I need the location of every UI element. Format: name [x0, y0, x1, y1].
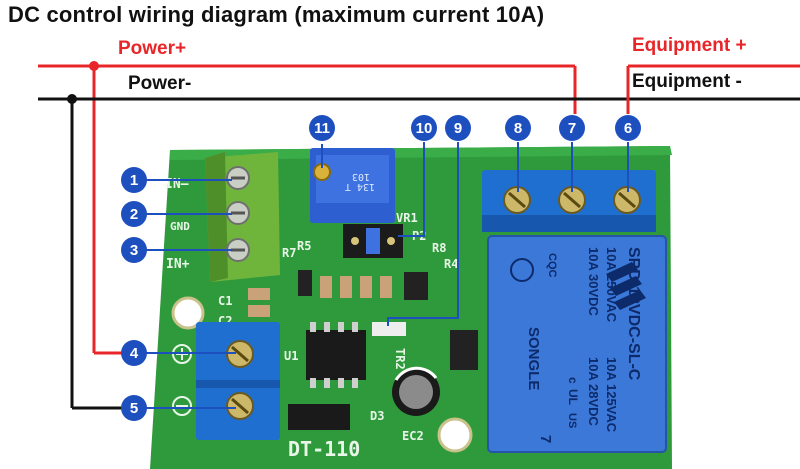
- silk-r5: R5: [297, 239, 311, 253]
- power-terminal-block: [196, 322, 280, 440]
- power-minus-label: Power-: [128, 73, 192, 94]
- pot-code-2: 134 T: [345, 181, 375, 192]
- diagram-title: DC control wiring diagram (maximum curre…: [8, 2, 545, 27]
- silk-c1: C1: [218, 294, 232, 308]
- marker-4: 4: [121, 340, 147, 366]
- silk-vr1: VR1: [396, 211, 418, 225]
- relay-rating-2: 10A 30VDC: [586, 247, 601, 316]
- input-terminal-block: [205, 152, 280, 282]
- relay-number: 7: [537, 435, 554, 443]
- pot-code-1: 103: [352, 171, 370, 182]
- power-minus-junction: [67, 94, 77, 104]
- ic-u1: [306, 322, 366, 388]
- marker-6: 6: [615, 115, 641, 141]
- svg-text:1: 1: [130, 172, 138, 189]
- svg-text:2: 2: [130, 206, 138, 223]
- svg-text:7: 7: [568, 120, 576, 137]
- silk-tr2: TR2: [393, 348, 407, 370]
- relay-cqc: CQC: [546, 253, 558, 278]
- jumper-p2: [343, 224, 403, 258]
- smd-components: [248, 270, 478, 430]
- silk-board-name: DT-110: [288, 437, 360, 461]
- marker-3: 3: [121, 237, 147, 263]
- marker-leaders: [145, 142, 629, 409]
- relay-rating-3: 10A 125VAC: [604, 357, 619, 433]
- svg-text:10: 10: [416, 120, 433, 137]
- marker-9: 9: [445, 115, 471, 141]
- silk-r8: R8: [432, 241, 446, 255]
- cqc-mark-icon: [510, 258, 534, 282]
- silk-in-plus: IN+: [166, 257, 190, 272]
- svg-text:5: 5: [130, 400, 138, 417]
- silk-r7: R7: [282, 246, 296, 260]
- power-plus-junction: [89, 61, 99, 71]
- silk-gnd: GND: [170, 220, 190, 233]
- relay-rating-4: 10A 28VDC: [586, 357, 601, 426]
- wire-equipment-plus: [626, 64, 800, 114]
- marker-8: 8: [505, 115, 531, 141]
- svg-text:6: 6: [624, 120, 632, 137]
- svg-text:11: 11: [314, 120, 330, 137]
- svg-text:4: 4: [130, 345, 139, 362]
- marker-10: 10: [411, 115, 437, 141]
- potentiometer-vr1: 103 134 T: [310, 148, 395, 223]
- relay-us: US: [566, 413, 578, 428]
- equipment-plus-label: Equipment +: [632, 35, 747, 56]
- svg-text:8: 8: [514, 120, 522, 137]
- relay-brand: SONGLE: [525, 327, 542, 390]
- songle-logo-icon: [606, 262, 646, 310]
- relay: SRD-12VDC-SL-C 10A 250VAC 10A 30VDC 10A …: [487, 235, 667, 453]
- output-terminal-block: [482, 170, 656, 232]
- silk-r4: R4: [444, 257, 458, 271]
- wire-power-plus: [38, 64, 577, 355]
- relay-c: c: [566, 377, 580, 384]
- silk-d3: D3: [370, 409, 384, 423]
- power-plus-label: Power+: [118, 38, 187, 59]
- svg-text:9: 9: [454, 120, 462, 137]
- svg-text:3: 3: [130, 242, 138, 259]
- wire-power-minus: [38, 97, 800, 410]
- silk-u1: U1: [284, 349, 298, 363]
- equipment-minus-label: Equipment -: [632, 71, 742, 92]
- relay-rating-1: 10A 250VAC: [604, 247, 619, 323]
- minus-symbol-icon: [172, 396, 192, 416]
- marker-5: 5: [121, 395, 147, 421]
- mounting-hole-bottom: [439, 419, 471, 451]
- relay-ul: UL: [566, 389, 580, 405]
- marker-11: 11: [309, 115, 335, 141]
- marker-2: 2: [121, 201, 147, 227]
- capacitor-ec2: [392, 366, 440, 416]
- silk-ec2: EC2: [402, 429, 424, 443]
- mounting-hole-left: [173, 298, 203, 328]
- marker-7: 7: [559, 115, 585, 141]
- marker-1: 1: [121, 167, 147, 193]
